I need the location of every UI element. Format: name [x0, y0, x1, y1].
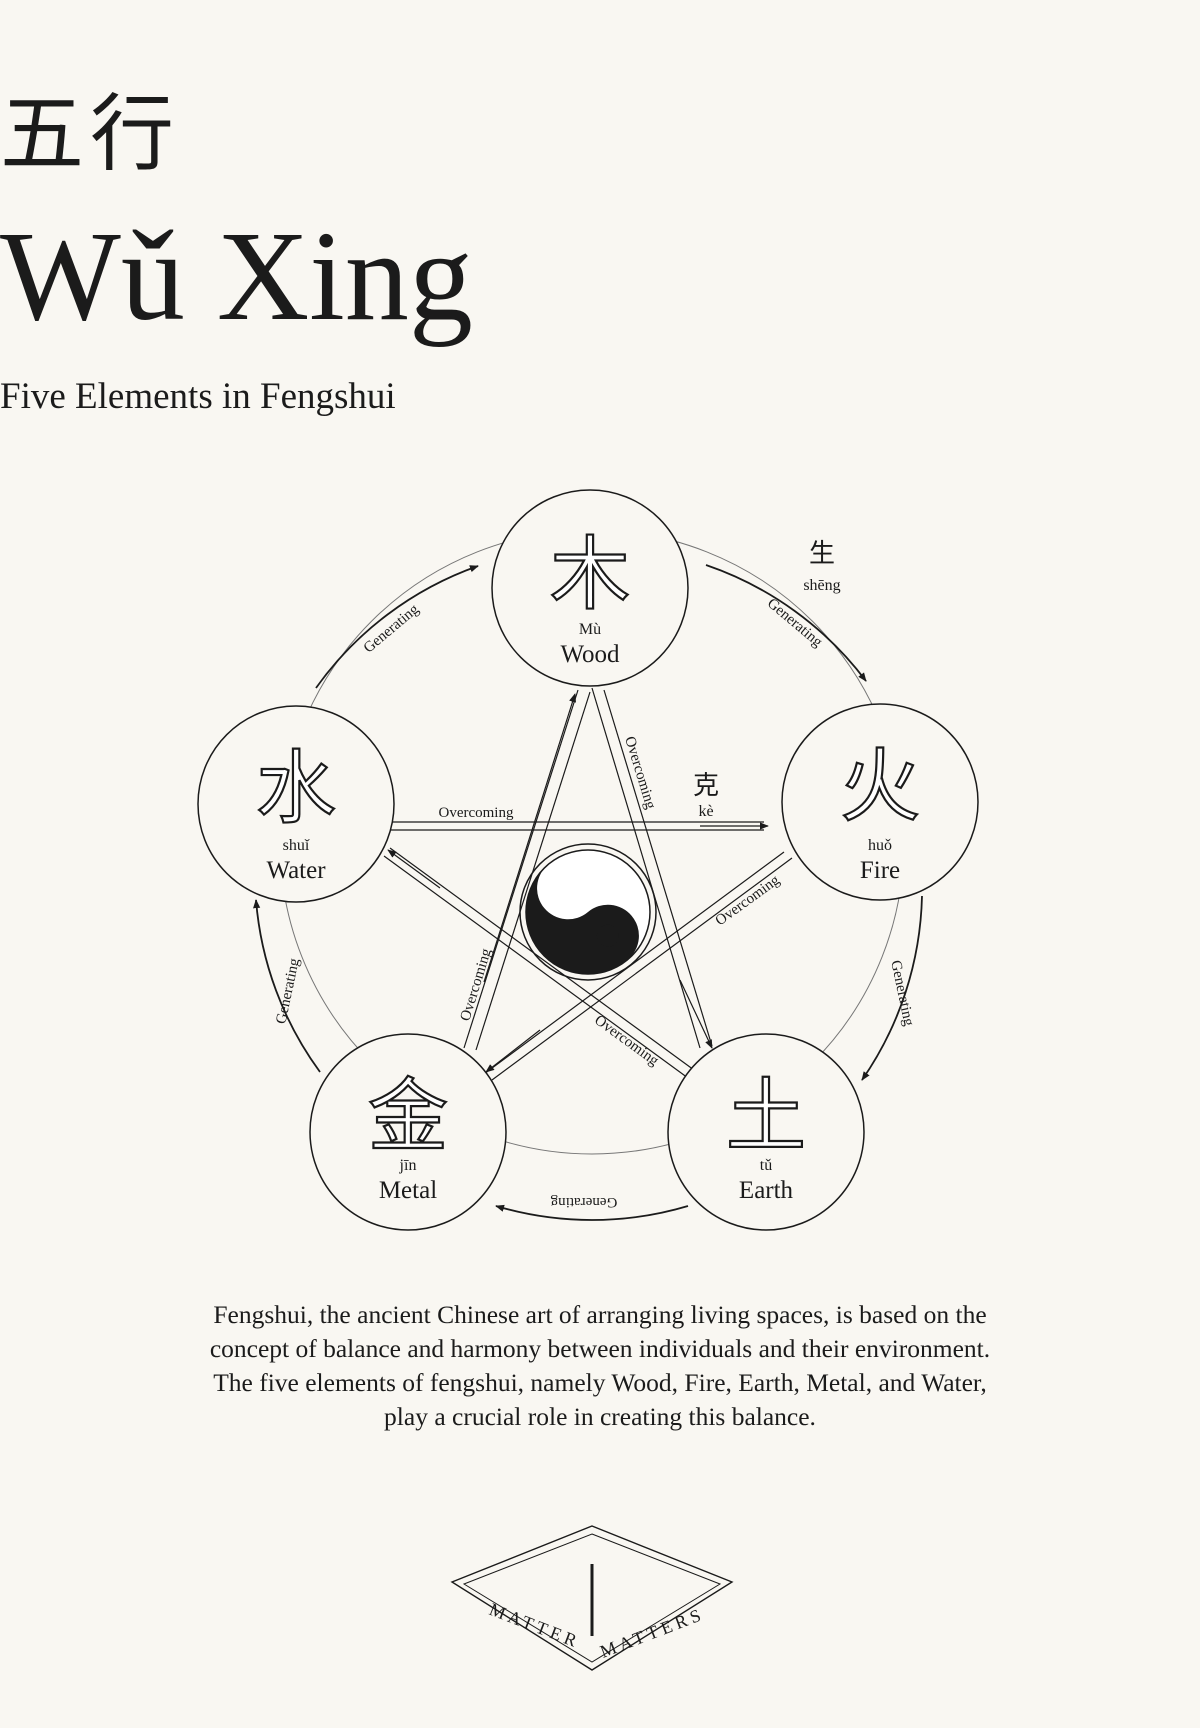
fire-name: Fire — [860, 857, 900, 884]
overcoming-label-water-fire: Overcoming — [439, 805, 514, 821]
generating-arrow-metal-water — [253, 899, 321, 1073]
ke-pinyin: kè — [698, 803, 713, 820]
generating-arrow-earth-metal — [495, 1204, 689, 1221]
wood-name: Wood — [560, 641, 620, 668]
element-earth: 土 tǔ Earth — [667, 1033, 865, 1231]
overcoming-label-wood-earth: Overcoming — [621, 735, 658, 812]
water-pinyin: shuǐ — [283, 837, 310, 854]
wood-pinyin: Mù — [579, 621, 601, 638]
element-fire: 火 huǒ Fire — [781, 703, 979, 901]
title-chinese: 五行 — [0, 85, 181, 183]
overcoming-arrow-earth-water — [387, 849, 441, 889]
matter-matters-logo: MATTER MATTERS — [450, 1525, 734, 1671]
fire-character: 火 — [840, 740, 920, 833]
logo-text-left: MATTER — [487, 1599, 584, 1652]
generating-label-wood-fire: Generating — [764, 595, 826, 650]
water-name: Water — [266, 857, 326, 884]
description-paragraph: Fengshui, the ancient Chinese art of arr… — [209, 1300, 991, 1431]
generating-label-metal-water: Generating — [273, 956, 303, 1025]
overcoming-label-metal-wood: Overcoming — [458, 946, 495, 1023]
generating-arrow-fire-earth — [861, 895, 923, 1081]
metal-character: 金 — [368, 1070, 448, 1163]
fire-pinyin: huǒ — [868, 837, 892, 854]
logo-text-right: MATTERS — [597, 1604, 707, 1662]
earth-character: 土 — [726, 1070, 806, 1163]
generating-arrow-water-wood — [315, 565, 479, 689]
title-pinyin: Wǔ Xing — [0, 205, 473, 347]
metal-name: Metal — [379, 1177, 437, 1204]
overcoming-arrow-metal-wood — [483, 693, 576, 983]
element-water: 水 shuǐ Water — [197, 705, 395, 903]
element-wood: 木 Mù Wood — [491, 489, 689, 687]
yin-yang-icon — [519, 843, 657, 981]
sheng-character: 生 — [809, 539, 835, 569]
metal-pinyin: jīn — [399, 1157, 417, 1174]
overcoming-label-fire-metal: Overcoming — [713, 872, 783, 929]
generating-label-earth-metal: Generating — [550, 1194, 617, 1210]
overcoming-arrow-fire-metal — [485, 1029, 541, 1073]
five-elements-diagram: 木 Mù Wood 火 huǒ Fire 土 tǔ Earth 金 jīn Me… — [197, 489, 979, 1231]
subtitle: Five Elements in Fengshui — [0, 376, 396, 417]
wood-character: 木 — [550, 528, 630, 621]
water-character: 水 — [256, 742, 336, 835]
overcoming-star — [383, 687, 793, 1081]
earth-pinyin: tǔ — [760, 1157, 772, 1174]
generating-arrow-wood-fire — [705, 564, 867, 682]
element-metal: 金 jīn Metal — [309, 1033, 507, 1231]
ke-character: 克 — [693, 771, 719, 801]
sheng-pinyin: shēng — [803, 577, 840, 594]
overcoming-arrow-wood-earth — [679, 979, 713, 1049]
earth-name: Earth — [739, 1177, 794, 1204]
